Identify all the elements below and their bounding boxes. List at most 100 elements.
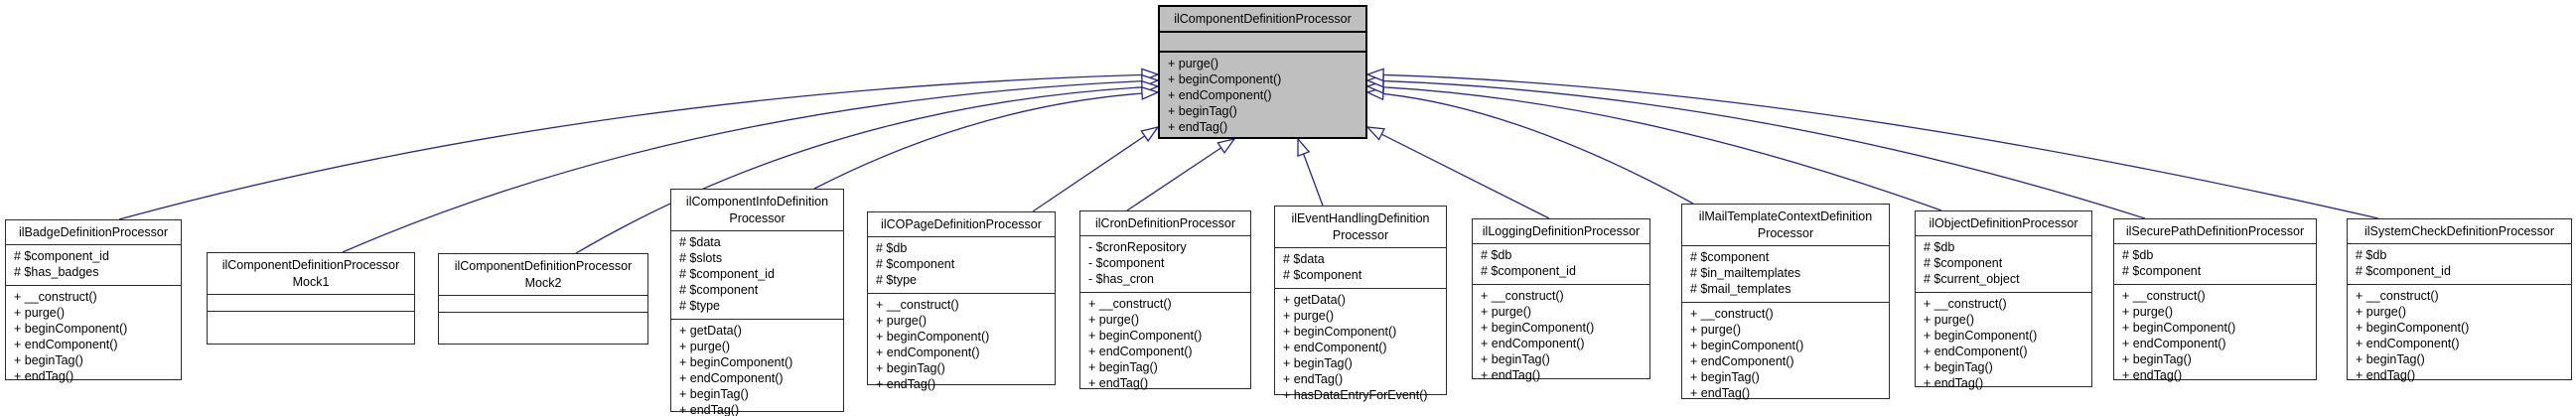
class-method: + purge() xyxy=(2122,305,2174,319)
class-method: + purge() xyxy=(679,340,731,353)
class-attributes-compartment: # $db # $component_id xyxy=(1473,244,1649,285)
class-method: + beginTag() xyxy=(1168,104,1237,118)
class-box-ilCOPageDefinitionProcessor[interactable]: ilCOPageDefinitionProcessor# $db# $compo… xyxy=(867,211,1056,391)
class-method: + beginTag() xyxy=(1481,352,1550,366)
class-title-line: ilComponentDefinitionProcessor xyxy=(1174,12,1352,26)
class-attributes-compartment xyxy=(208,295,414,312)
class-title-line: ilSecurePathDefinitionProcessor xyxy=(2125,224,2305,238)
class-box-ilSecurePathDefinitionProcessor[interactable]: ilSecurePathDefinitionProcessor # $db # $c… xyxy=(2113,218,2317,382)
class-box-ilObjectDefinitionProcessor[interactable]: ilObjectDefinitionProcessor# $db# $compo… xyxy=(1915,210,2092,390)
class-method: + endComponent() xyxy=(1481,337,1585,350)
class-method: + hasDataEntryForEvent() xyxy=(1283,388,1428,402)
inheritance-edge-ilEventHandlingDefinitionProcessor xyxy=(1297,137,1324,207)
class-methods-compartment: + purge()+ beginComponent()+ endComponen… xyxy=(1160,53,1365,137)
class-title-line: ilCronDefinitionProcessor xyxy=(1094,216,1236,230)
class-attribute: # $component_id xyxy=(1481,264,1576,278)
class-method: + beginComponent() xyxy=(1283,325,1397,339)
class-attributes-compartment: - $cronRepository - $component - $has_cron xyxy=(1080,236,1250,293)
class-method: + purge() xyxy=(1481,305,1532,319)
class-method: + endTag() xyxy=(1283,372,1344,386)
class-attribute: # $slots xyxy=(679,251,723,265)
class-method: + __construct() xyxy=(14,290,97,304)
class-attribute: - $component xyxy=(1088,256,1165,270)
class-methods-compartment xyxy=(439,313,647,344)
class-box-ilComponentDefinitionProcessor[interactable]: ilComponentDefinitionProcessor + purge()+… xyxy=(1158,5,1367,139)
class-attribute: # $data xyxy=(679,235,721,249)
class-title-line: ilComponentInfoDefinition xyxy=(685,195,829,208)
class-attribute: # $db xyxy=(1481,248,1512,262)
class-method: + purge() xyxy=(1690,323,1742,337)
class-method: + endTag() xyxy=(1481,368,1541,382)
class-method: + beginComponent() xyxy=(1690,339,1804,352)
class-methods-compartment: + getData()+ purge()+ beginComponent()+ … xyxy=(1275,289,1446,402)
class-attribute: # $db xyxy=(2122,248,2154,262)
class-method: + beginComponent() xyxy=(876,330,990,344)
class-methods-compartment: + __construct()+ purge()+ beginComponent… xyxy=(1473,285,1649,382)
class-title-line: ilComponentDefinitionProcessor xyxy=(454,259,633,273)
class-attribute: # $db xyxy=(1924,240,1955,254)
class-method: + getData() xyxy=(1283,293,1346,307)
inheritance-edge-ilComponentInfoDefinitionProcessor xyxy=(813,86,1160,190)
class-title-line: ilComponentDefinitionProcessor xyxy=(221,258,400,272)
class-attributes-compartment: # $db# $component# $current_object xyxy=(1916,236,2091,293)
class-method: + __construct() xyxy=(1924,297,2007,311)
class-methods-compartment: + getData()+ purge()+ beginComponent()+ … xyxy=(671,320,843,416)
class-attribute: # $mail_templates xyxy=(1690,282,1791,296)
class-box-ilCronDefinitionProcessor[interactable]: ilCronDefinitionProcessor - $cronReposito… xyxy=(1079,210,1251,390)
class-title-line: ilBadgeDefinitionProcessor xyxy=(18,225,169,239)
class-method: + endComponent() xyxy=(1924,345,2028,358)
class-method: + beginTag() xyxy=(1088,360,1158,374)
class-method: + endComponent() xyxy=(1088,345,1193,358)
class-methods-compartment: + __construct()+ purge()+ beginComponent… xyxy=(1080,293,1250,390)
class-box-ilSystemCheckDefinitionProcessor[interactable]: ilSystemCheckDefinitionProcessor# $db# $… xyxy=(2347,218,2572,382)
class-method: + endTag() xyxy=(2356,368,2416,382)
class-title-line: ilEventHandlingDefinition xyxy=(1291,211,1430,225)
class-title: ilSecurePathDefinitionProcessor xyxy=(2114,219,2316,244)
class-methods-compartment: + __construct()+ purge()+ beginComponent… xyxy=(6,286,181,383)
class-attribute: # $component_id xyxy=(2356,264,2451,278)
class-box-ilLoggingDefinitionProcessor[interactable]: ilLoggingDefinitionProcessor# $db# $comp… xyxy=(1472,218,1650,382)
inheritance-edge-ilBadgeDefinitionProcessor xyxy=(118,68,1160,220)
class-attribute: - $has_cron xyxy=(1088,272,1155,286)
class-attribute: # $data xyxy=(1283,252,1325,266)
class-methods-compartment: + __construct()+ purge()+ beginComponent… xyxy=(2114,285,2316,382)
class-method: + __construct() xyxy=(1481,289,1564,303)
class-attribute: # $current_object xyxy=(1924,272,2020,286)
class-attributes-compartment: # $component# $in_mailtemplates# $mail_t… xyxy=(1682,246,1889,303)
class-title: ilCOPageDefinitionProcessor xyxy=(868,212,1055,237)
class-attribute: # $component xyxy=(2122,264,2202,278)
inheritance-edge-ilObjectDefinitionProcessor xyxy=(1365,79,1942,211)
inheritance-edge-ilMailTemplateContextDefinitionProcessor xyxy=(1365,86,1694,205)
class-title: ilCronDefinitionProcessor xyxy=(1080,211,1250,236)
class-method: + beginTag() xyxy=(1924,360,1993,374)
class-method: + beginTag() xyxy=(2356,352,2425,366)
class-method: + endComponent() xyxy=(876,346,980,359)
class-method: + beginComponent() xyxy=(1924,329,2038,343)
class-method: + endTag() xyxy=(679,403,740,416)
class-attribute: # $component xyxy=(876,257,955,271)
class-title-line: ilCOPageDefinitionProcessor xyxy=(881,217,1042,231)
class-box-ilBadgeDefinitionProcessor[interactable]: ilBadgeDefinitionProcessor# $component_i… xyxy=(5,219,182,383)
class-method: + endComponent() xyxy=(2356,337,2460,350)
class-method: + beginTag() xyxy=(1283,356,1353,370)
class-method: + beginTag() xyxy=(14,353,83,367)
class-attribute: # $has_badges xyxy=(14,265,99,279)
class-attribute: # $component_id xyxy=(679,267,775,281)
class-attribute: - $cronRepository xyxy=(1088,240,1187,254)
class-attributes-compartment: # $data# $component xyxy=(1275,248,1446,289)
class-attributes-compartment: # $db# $component_id xyxy=(2348,244,2571,285)
class-method: + purge() xyxy=(14,306,66,320)
class-methods-compartment: + __construct()+ purge()+ beginComponent… xyxy=(1916,293,2091,390)
class-method: + endComponent() xyxy=(1283,341,1387,354)
class-attributes-compartment: # $db # $component xyxy=(2114,244,2316,285)
inheritance-edge-ilCronDefinitionProcessor xyxy=(1126,137,1236,211)
